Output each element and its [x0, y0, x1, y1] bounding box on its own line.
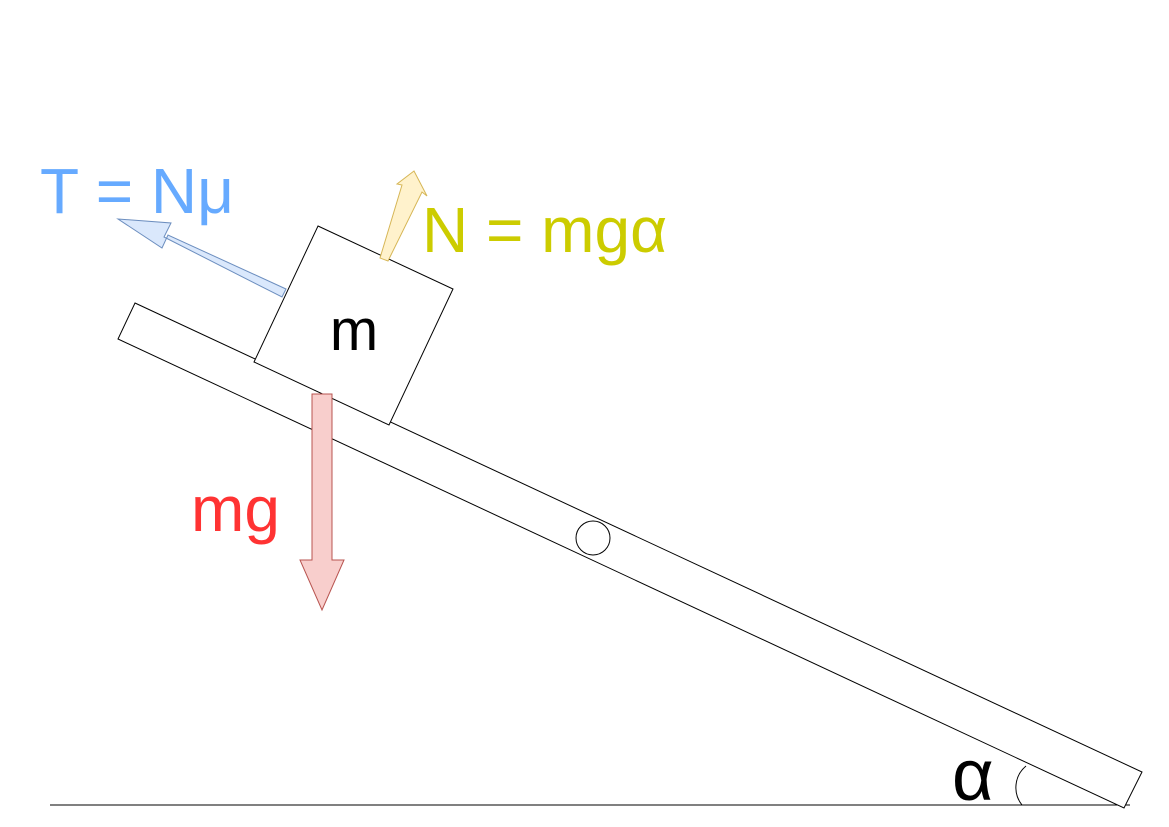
- weight-arrow: [299, 393, 345, 612]
- friction-arrow: [116, 218, 287, 298]
- pivot-circle: [575, 520, 611, 556]
- normal-force-label: N = mgα: [422, 194, 667, 266]
- mass-block: [253, 225, 454, 426]
- normal-force-arrow: [379, 170, 428, 262]
- mass-label: m: [330, 298, 378, 363]
- weight-label: mg: [191, 473, 280, 545]
- inclined-plank: [117, 302, 1143, 809]
- angle-label: α: [952, 736, 994, 816]
- angle-arc: [1015, 765, 1027, 806]
- friction-label: T = Nμ: [40, 155, 234, 227]
